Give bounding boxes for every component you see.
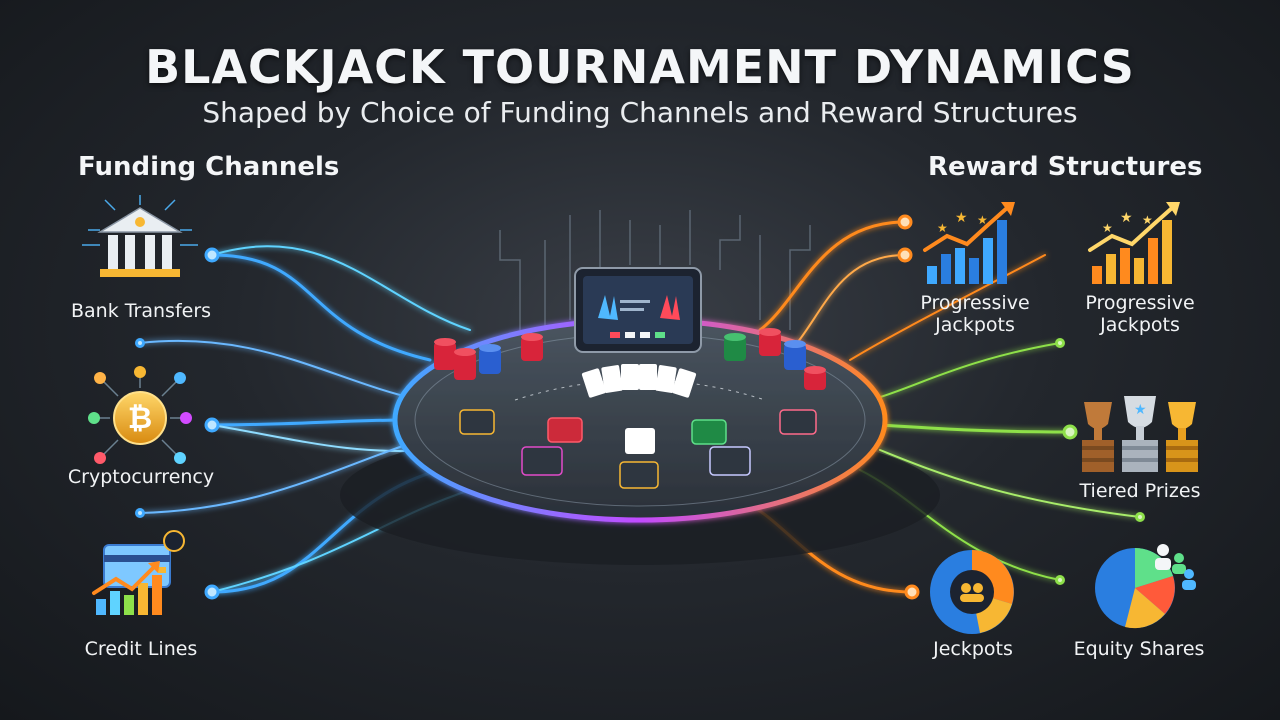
progressive-jackpots-line2: Jackpots <box>935 314 1015 336</box>
svg-text:★: ★ <box>1120 210 1133 226</box>
svg-text:★: ★ <box>937 221 948 235</box>
progressive-jackpots-label-2: Progressive Jackpots <box>1077 292 1203 336</box>
page-subtitle: Shaped by Choice of Funding Channels and… <box>202 96 1078 129</box>
reward-nodes-green <box>1055 338 1145 585</box>
bitcoin-icon: ₿ <box>88 366 192 464</box>
svg-text:★: ★ <box>1142 213 1153 227</box>
rising-bar-chart-icon: ★ ★ ★ <box>923 202 1015 284</box>
funding-nodes <box>135 247 220 600</box>
bank-transfers-label: Bank Transfers <box>70 300 212 322</box>
progressive-jackpots-line2: Jackpots <box>1100 314 1180 336</box>
svg-text:★: ★ <box>955 210 968 226</box>
funding-channels-heading: Funding Channels <box>78 152 340 182</box>
circuit-traces <box>499 210 811 330</box>
cryptocurrency-label: Cryptocurrency <box>67 466 215 488</box>
rising-bar-chart-icon-2: ★ ★ ★ <box>1088 202 1180 284</box>
pie-chart-icon-2 <box>1095 544 1196 629</box>
equity-shares-label: Equity Shares <box>1073 638 1205 660</box>
svg-text:★: ★ <box>1102 221 1113 235</box>
svg-text:★: ★ <box>1134 402 1147 418</box>
jeckpots-label: Jeckpots <box>933 638 1013 660</box>
progressive-jackpots-label-1: Progressive Jackpots <box>912 292 1038 336</box>
progressive-jackpots-line1: Progressive <box>920 292 1030 314</box>
blackjack-table <box>340 267 940 565</box>
reward-nodes <box>897 214 920 600</box>
reward-structures-heading: Reward Structures <box>928 152 1203 182</box>
dealt-cards <box>581 364 697 398</box>
svg-text:★: ★ <box>977 213 988 227</box>
progressive-jackpots-line1: Progressive <box>1085 292 1195 314</box>
pie-chart-icon <box>930 550 1014 634</box>
tiered-prizes-label: Tiered Prizes <box>1079 480 1201 502</box>
credit-lines-label: Credit Lines <box>84 638 198 660</box>
chip-stacks <box>434 328 826 390</box>
dealer-screen <box>574 267 702 353</box>
credit-card-icon <box>92 530 185 615</box>
bank-icon <box>82 195 198 277</box>
funding-flow-lines <box>139 245 471 594</box>
trophy-icon: ★ <box>1082 396 1198 472</box>
page-title: BLACKJACK TOURNAMENT DYNAMICS <box>145 40 1135 94</box>
svg-text:₿: ₿ <box>128 401 152 436</box>
